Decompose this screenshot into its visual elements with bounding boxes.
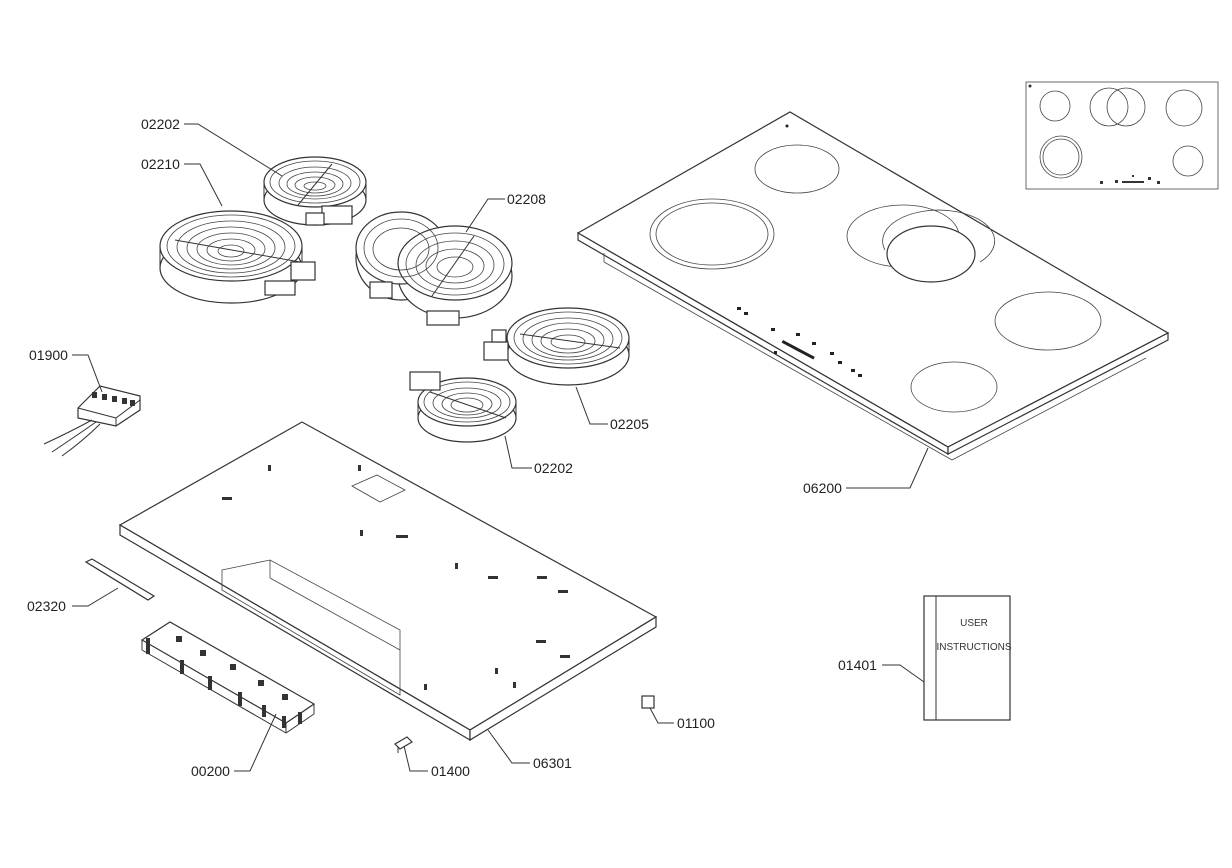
leader-lines xyxy=(72,123,929,772)
heating-element-02208 xyxy=(355,211,513,326)
bracket-01100 xyxy=(641,695,655,709)
control-board-00200 xyxy=(140,621,316,734)
label-01100: 01100 xyxy=(677,715,715,731)
manual-title-line2: INSTRUCTIONS xyxy=(937,642,1012,653)
cooktop-top-view-inset xyxy=(1025,81,1219,190)
user-instructions-manual: USER INSTRUCTIONS xyxy=(923,595,1012,721)
label-02208: 02208 xyxy=(507,191,546,207)
base-tray-06301 xyxy=(118,421,658,742)
heating-element-02210 xyxy=(159,210,316,304)
part-labels: 02202 02210 02208 01900 02205 02202 0620… xyxy=(27,116,877,779)
glass-ceramic-cooktop xyxy=(576,111,1170,461)
label-01401: 01401 xyxy=(838,657,877,673)
label-02202-top: 02202 xyxy=(141,116,180,132)
label-02205: 02205 xyxy=(610,416,649,432)
label-01400: 01400 xyxy=(431,763,470,779)
clip-01400 xyxy=(394,736,413,753)
label-00200: 00200 xyxy=(191,763,230,779)
label-02202-bottom: 02202 xyxy=(534,460,573,476)
label-06301: 06301 xyxy=(533,755,572,771)
label-06200: 06200 xyxy=(803,480,842,496)
heating-element-02202-top xyxy=(263,156,367,226)
label-02320: 02320 xyxy=(27,598,66,614)
label-01900: 01900 xyxy=(29,347,68,363)
manual-title-line1: USER xyxy=(960,618,988,629)
heating-element-02202-bottom xyxy=(409,371,517,443)
terminal-block-01900 xyxy=(43,385,141,457)
label-02210: 02210 xyxy=(141,156,180,172)
heating-element-02205 xyxy=(483,307,630,386)
trim-strip-02320 xyxy=(84,558,156,601)
